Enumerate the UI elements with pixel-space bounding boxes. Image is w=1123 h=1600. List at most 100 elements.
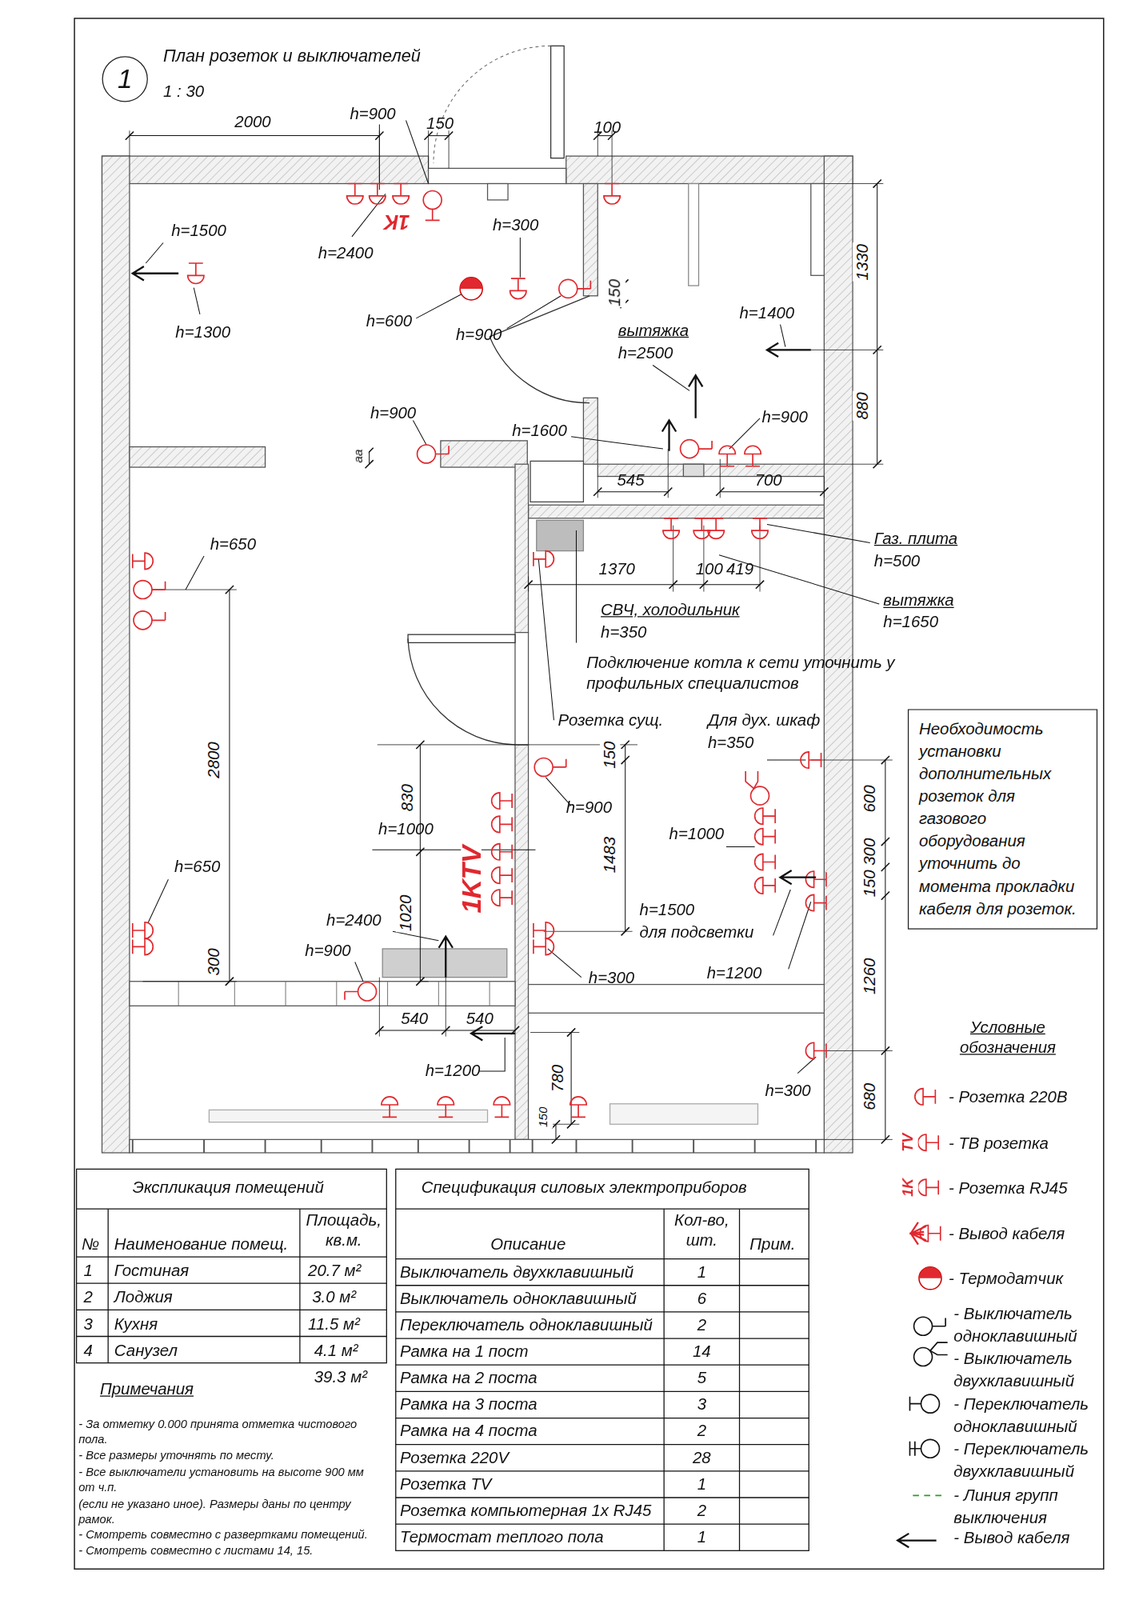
wall: [515, 744, 529, 1140]
leader-line: [575, 530, 577, 643]
plan-label: 100: [695, 559, 724, 580]
plan-label: 540: [400, 1008, 428, 1030]
view-number: 1: [102, 55, 148, 102]
socket-stem: [745, 453, 760, 466]
plan-label: h=1500: [171, 219, 227, 241]
plan-label: 700: [755, 470, 783, 492]
switch-circle: [534, 757, 553, 776]
plan-label: (если не указано иное). Размеры даны по …: [78, 1496, 380, 1527]
leader-line: [547, 948, 582, 978]
legend-text: - Вывод кабеля: [948, 1223, 1065, 1245]
table-rule: [395, 1310, 809, 1312]
plan-label: 1: [83, 1260, 93, 1282]
table-rule: [739, 1208, 740, 1551]
sensor-circle: [919, 1266, 942, 1290]
socket-arc: [493, 1096, 510, 1105]
table-rule: [663, 1208, 665, 1551]
socket-stem: [494, 1104, 509, 1117]
plan-label: Розетка сущ.: [558, 710, 664, 732]
switch-circle: [921, 1438, 940, 1458]
plan-label: аа: [347, 447, 369, 464]
extension-line: [128, 130, 130, 156]
socket-stem: [132, 939, 145, 954]
note-text: Необходимость установки дополнительных р…: [919, 718, 1087, 920]
switch-lever: [151, 581, 166, 590]
plan-label: Рамка на 4 поста: [399, 1420, 538, 1442]
mullion: [234, 981, 236, 1007]
plan-label: - За отметку 0.000 принята отметка чисто…: [78, 1416, 380, 1447]
socket-stem: [188, 263, 204, 276]
dimension: [881, 755, 890, 1144]
glazing: [129, 981, 516, 1007]
table-rule: [395, 1496, 809, 1498]
table-rule: [395, 1417, 809, 1419]
glazing: [129, 1138, 824, 1153]
junction-box: [487, 183, 509, 200]
table-rule: [395, 1390, 809, 1392]
socket-symbol: [707, 518, 724, 540]
dimension-tick: [881, 891, 890, 900]
socket-arc: [805, 894, 814, 911]
plan-label: h=1000: [378, 819, 434, 840]
plan-label: h=1600: [511, 419, 568, 441]
plan-label: TV: [897, 1132, 919, 1153]
legend-text: - Термодатчик: [948, 1268, 1064, 1290]
leader-line: [571, 436, 664, 449]
door-swing: [489, 295, 590, 404]
mullion: [468, 1138, 471, 1153]
radiator: [382, 948, 508, 978]
wall: [528, 504, 825, 519]
dimension: [551, 1119, 560, 1143]
plan-label: 830: [397, 783, 419, 813]
socket-symbol: [187, 263, 204, 284]
switch-lever: [435, 445, 450, 454]
extension-line: [823, 463, 884, 465]
plan-label: 1K: [897, 1177, 919, 1198]
mullion: [335, 981, 337, 1007]
wall: [440, 440, 528, 468]
socket-symbol: [132, 938, 154, 955]
socket-stem: [132, 923, 145, 938]
table-rule: [76, 1282, 388, 1284]
switch-symbol: [909, 1394, 940, 1413]
socket-symbol: [693, 518, 710, 540]
dimension-line: [419, 744, 421, 982]
plan-label: 880: [852, 391, 874, 421]
socket-arc: [491, 815, 500, 832]
plan-label: Кухня: [114, 1313, 158, 1335]
cable-outlet: [767, 343, 812, 357]
legend-text: - ТВ розетка: [948, 1133, 1049, 1155]
socket-symbol: [919, 1225, 941, 1242]
switch-lever: [930, 1342, 948, 1355]
switch-circle: [423, 190, 442, 209]
switch-symbol: [745, 771, 769, 805]
plan-label: 3.0 м²: [311, 1286, 356, 1308]
socket-stem: [814, 871, 827, 887]
dimension: [593, 487, 672, 496]
socket-stem: [927, 1226, 940, 1241]
plan-label: h=2400: [318, 242, 374, 264]
socket-stem: [370, 183, 385, 196]
table-rule: [395, 1207, 809, 1209]
plan-label: Примечания: [99, 1378, 194, 1400]
table-rule: [76, 1309, 388, 1311]
plan-label: Термостат теплого пола: [399, 1526, 604, 1548]
sheet-frame: [74, 18, 1104, 1569]
socket-symbol: [805, 871, 827, 888]
plan-label: 1K: [382, 211, 411, 233]
switch-circle: [417, 444, 436, 464]
plan-label: h=900: [455, 324, 502, 346]
socket-stem: [499, 844, 512, 860]
mullion: [387, 981, 388, 1007]
dimension: [621, 740, 630, 936]
socket-stem: [926, 1134, 939, 1150]
thermo-sensor: [919, 1266, 942, 1290]
legend-text: - Линия групп выключения: [953, 1483, 1097, 1529]
socket-arc: [545, 922, 554, 939]
plan-label: вытяжка: [618, 319, 689, 341]
socket-arc: [755, 807, 764, 824]
sensor-circle: [459, 277, 483, 300]
plan-label: Лоджия: [114, 1286, 173, 1308]
socket-symbol: [491, 889, 513, 906]
plan-label: 2: [83, 1286, 93, 1308]
